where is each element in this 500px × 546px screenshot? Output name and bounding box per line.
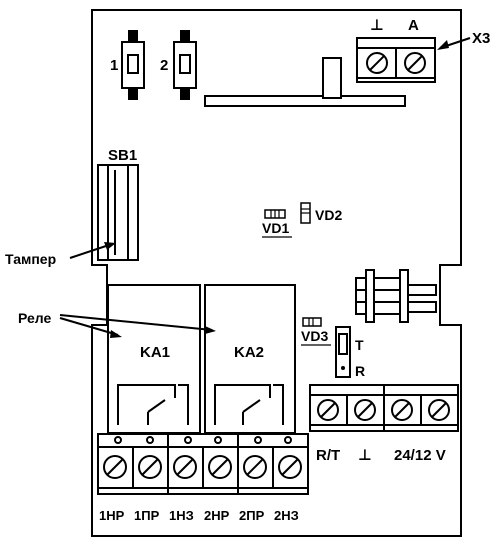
- button-2-label: 2: [160, 57, 168, 74]
- relay-label: Реле: [18, 310, 51, 326]
- terminal-label-1pr: 1ПР: [134, 508, 160, 523]
- rt-label: R/T: [316, 447, 340, 464]
- connector-bar: [204, 95, 406, 107]
- tamper-label: Тампер: [5, 251, 56, 267]
- jumper-r-label: R: [355, 363, 365, 379]
- x3-ground-label: ⊥: [370, 17, 384, 34]
- terminal-label-2nr: 2НР: [204, 508, 230, 523]
- button-2: [173, 30, 197, 100]
- terminal-block-x3: [356, 37, 436, 83]
- terminal-label-1nz: 1НЗ: [169, 508, 194, 523]
- side-connector: [355, 269, 437, 323]
- connector-tab: [322, 57, 342, 99]
- power-label: 24/12 V: [394, 447, 446, 464]
- led-vd3: [302, 317, 322, 327]
- x3-label: X3: [472, 30, 490, 47]
- jumper-t-label: T: [355, 337, 364, 353]
- ground-label: ⊥: [358, 447, 372, 464]
- sb1-label: SB1: [108, 147, 137, 164]
- terminal-block-power: [309, 384, 459, 432]
- vd2-label: VD2: [315, 207, 342, 223]
- ka1-label: KA1: [140, 344, 170, 361]
- led-vd1: [264, 209, 286, 219]
- x3-a-label: A: [408, 17, 419, 34]
- ka2-label: KA2: [234, 344, 264, 361]
- terminal-label-1nr: 1НР: [99, 508, 125, 523]
- board-outline: [91, 9, 462, 537]
- button-1-label: 1: [110, 57, 118, 74]
- jumper-tr: [335, 326, 351, 378]
- button-1: [121, 30, 145, 100]
- terminal-block-relays: [97, 433, 309, 495]
- tamper-switch: [97, 164, 139, 261]
- relay-pointer-2: [59, 314, 213, 331]
- tamper-pointer: [69, 243, 113, 259]
- terminal-label-2pr: 2ПР: [239, 508, 265, 523]
- vd3-label: VD3: [301, 328, 328, 344]
- led-vd2: [300, 202, 311, 224]
- vd1-label: VD1: [262, 220, 289, 236]
- terminal-label-2nz: 2НЗ: [274, 508, 299, 523]
